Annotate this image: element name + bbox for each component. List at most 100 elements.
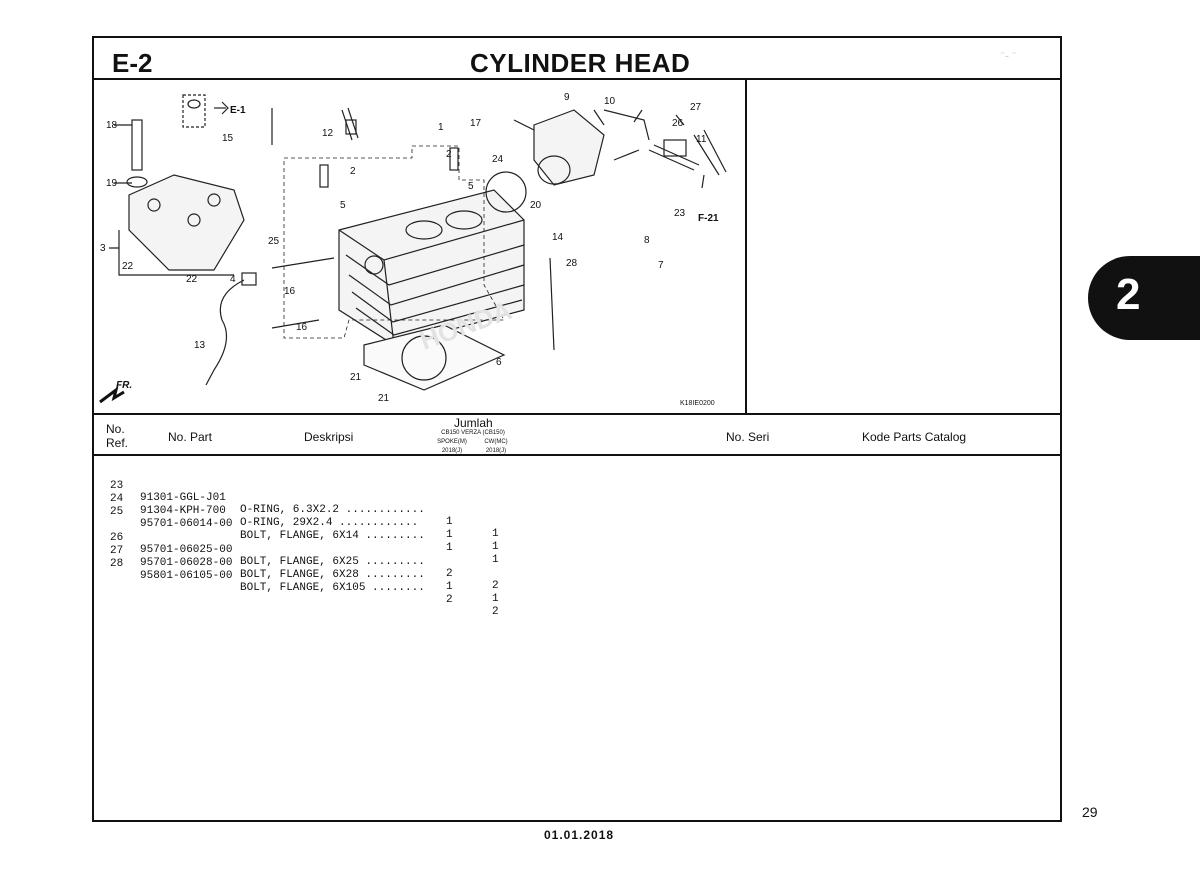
ref-f21: F-21 <box>698 213 719 224</box>
row-ref: 26 <box>110 532 124 544</box>
table-row: 27 95701-06028-00 BOLT, FLANGE, 6X28 ...… <box>100 533 499 617</box>
footer-date: 01.01.2018 <box>544 828 615 842</box>
col-no-ref: No. Ref. <box>106 422 128 450</box>
row-ref: 24 <box>110 493 124 505</box>
ref-8: 8 <box>644 235 650 246</box>
row-qty-a: 1 <box>446 529 453 541</box>
table-row: 26 95701-06025-00 BOLT, FLANGE, 6X25 ...… <box>100 520 499 604</box>
ref-7: 7 <box>658 260 664 271</box>
row-qty-b: 1 <box>492 593 499 605</box>
row-desc: O-RING, 29X2.4 ............ <box>240 517 419 529</box>
col-variant-b: CW(MC) <box>484 439 508 445</box>
ref-23: 23 <box>674 208 686 219</box>
col-kode-parts-catalog: Kode Parts Catalog <box>862 430 967 444</box>
col-year-a: 2018(J) <box>441 448 463 454</box>
row-desc: O-RING, 6.3X2.2 ............ <box>240 504 425 516</box>
front-arrow-icon <box>99 386 125 404</box>
row-part: 95701-06014-00 <box>140 518 233 530</box>
page-title: CYLINDER HEAD <box>470 48 691 78</box>
col-no-seri: No. Seri <box>726 430 770 444</box>
row-ref: 23 <box>110 480 124 492</box>
section-tab-number: 2 <box>1116 270 1141 319</box>
title-divider <box>92 78 1062 80</box>
ref-fr: FR. <box>116 380 132 391</box>
row-qty-b: 1 <box>492 528 499 540</box>
ref-11: 11 <box>696 134 707 145</box>
row-qty-a: 2 <box>446 568 453 580</box>
row-qty-b: 1 <box>492 541 499 553</box>
row-qty-a: 2 <box>446 594 453 606</box>
ref-5b: 5 <box>340 200 346 211</box>
ref-16b: 16 <box>296 322 308 333</box>
ref-3: 3 <box>100 243 106 254</box>
ref-27: 27 <box>690 102 702 113</box>
row-ref: 27 <box>110 545 124 557</box>
ref-28: 28 <box>566 258 578 269</box>
row-desc: BOLT, FLANGE, 6X25 ......... <box>240 556 425 568</box>
col-variant-line: CB150 VERZA (CB150) <box>441 430 505 436</box>
ref-20: 20 <box>530 200 542 211</box>
row-qty-a: 1 <box>446 542 453 554</box>
section-code: E-2 <box>112 48 153 78</box>
row-qty-a: 1 <box>446 581 453 593</box>
ref-e1: E-1 <box>230 105 246 116</box>
table-top-rule <box>92 413 1062 415</box>
page-number: 29 <box>1082 804 1098 820</box>
diagram-divider <box>745 78 747 414</box>
ref-14: 14 <box>552 232 564 243</box>
ref-12: 12 <box>322 128 334 139</box>
diagram-code: K18IE0200 <box>680 400 715 407</box>
row-part: 95801-06105-00 <box>140 570 233 582</box>
row-desc: BOLT, FLANGE, 6X14 ......... <box>240 530 425 542</box>
col-jumlah: Jumlah <box>454 416 493 430</box>
row-qty-b: 2 <box>492 580 499 592</box>
table-row: 28 95801-06105-00 BOLT, FLANGE, 6X105 ..… <box>100 546 499 630</box>
ref-18: 18 <box>106 120 118 131</box>
col-no-ref-line2: Ref. <box>106 436 129 450</box>
table-row: 23 91301-GGL-J01 O-RING, 6.3X2.2 .......… <box>100 468 499 552</box>
col-no-ref-line1: No. <box>106 422 125 436</box>
ref-5: 5 <box>468 181 474 192</box>
col-no-part: No. Part <box>168 430 213 444</box>
exploded-parts-diagram: HONDA 18 19 3 22 22 15 E-1 4 25 16 16 13… <box>99 92 727 407</box>
col-year-b: 2018(J) <box>485 448 507 454</box>
ref-15: 15 <box>222 133 234 144</box>
row-qty-a: 1 <box>446 516 453 528</box>
ref-2b: 2 <box>350 166 356 177</box>
ref-22b: 22 <box>186 274 198 285</box>
row-desc: BOLT, FLANGE, 6X28 ......... <box>240 569 425 581</box>
table-header-rule <box>92 454 1062 456</box>
ref-4: 4 <box>230 274 236 285</box>
ref-21: 21 <box>350 372 362 383</box>
ref-1: 1 <box>438 122 444 133</box>
row-desc: BOLT, FLANGE, 6X105 ........ <box>240 582 425 594</box>
ref-9: 9 <box>564 92 570 103</box>
ref-21b: 21 <box>378 393 390 404</box>
table-row: 24 91304-KPH-700 O-RING, 29X2.4 ........… <box>100 481 499 565</box>
section-tab <box>1088 256 1200 340</box>
ref-16: 16 <box>284 286 296 297</box>
ref-26: 26 <box>672 118 684 129</box>
ref-13: 13 <box>194 340 206 351</box>
row-part: 91301-GGL-J01 <box>140 492 226 504</box>
row-ref: 25 <box>110 506 124 518</box>
col-deskripsi: Deskripsi <box>304 430 354 444</box>
row-part: 91304-KPH-700 <box>140 505 226 517</box>
ref-25: 25 <box>268 236 280 247</box>
ref-6: 6 <box>496 357 502 368</box>
ref-2: 2 <box>446 149 452 160</box>
page-frame <box>92 36 1062 822</box>
ref-24: 24 <box>492 154 504 165</box>
row-ref: 28 <box>110 558 124 570</box>
ref-10: 10 <box>604 96 616 107</box>
table-row: 25 95701-06014-00 BOLT, FLANGE, 6X14 ...… <box>100 494 499 578</box>
ref-19: 19 <box>106 178 118 189</box>
ref-22: 22 <box>122 261 134 272</box>
row-part: 95701-06028-00 <box>140 557 233 569</box>
row-qty-b: 2 <box>492 606 499 618</box>
row-qty-b: 1 <box>492 554 499 566</box>
row-part: 95701-06025-00 <box>140 544 233 556</box>
corner-mark: ⁻˗ ⁻ <box>1000 50 1017 61</box>
ref-17: 17 <box>470 118 482 129</box>
col-variant-a: SPOKE(M) <box>437 439 467 445</box>
